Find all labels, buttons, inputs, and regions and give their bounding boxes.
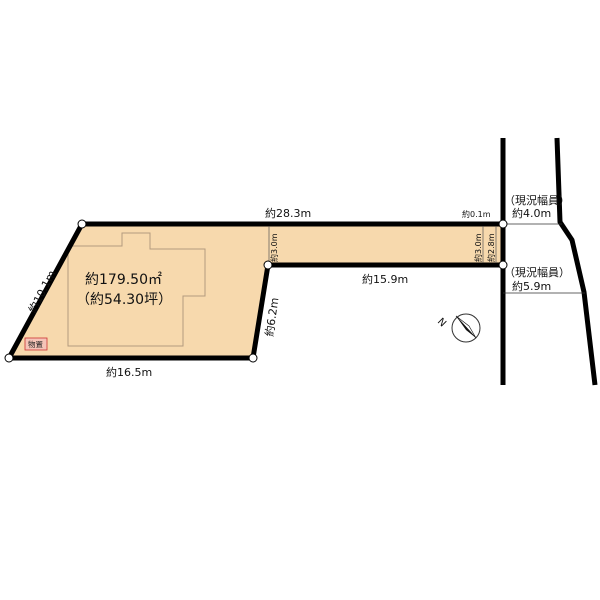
shed-tag-box <box>24 337 48 351</box>
road-edge-right <box>554 137 598 386</box>
building-outline <box>67 232 206 347</box>
dim-bottom: 約16.5m <box>106 365 152 379</box>
road-width-1: 約4.0m <box>512 206 551 220</box>
boundary-corner-icon <box>263 260 273 270</box>
boundary-corner-icon <box>248 353 258 363</box>
boundary-corner-icon <box>498 219 508 229</box>
north-label: N <box>435 316 448 329</box>
north-arrow-icon: N <box>435 313 481 343</box>
boundary-corner-icon <box>77 219 87 229</box>
lot-area <box>9 224 503 358</box>
dim-left-width: 約3.0m <box>269 233 279 262</box>
road-width-2: 約5.9m <box>512 279 551 293</box>
boundary-corner-icon <box>498 260 508 270</box>
dim-inner-bottom: 約15.9m <box>362 272 408 286</box>
dim-diagonal: 約6.2m <box>262 297 281 338</box>
area-sqm: 約179.50㎡ <box>85 272 162 288</box>
road-label-1: （現況幅員） <box>504 193 570 207</box>
dim-top: 約28.3m <box>265 206 311 220</box>
shed-label: 物置 <box>28 339 43 349</box>
boundary-corner-icon <box>4 353 14 363</box>
dim-corner-gap: 約0.1m <box>462 209 491 219</box>
area-tsubo: （約54.30坪） <box>76 292 172 308</box>
dim-right-width-b: 約2.8m <box>486 233 496 262</box>
dim-right-width-a: 約3.0m <box>473 233 483 262</box>
road-label-2: （現況幅員） <box>504 265 570 279</box>
